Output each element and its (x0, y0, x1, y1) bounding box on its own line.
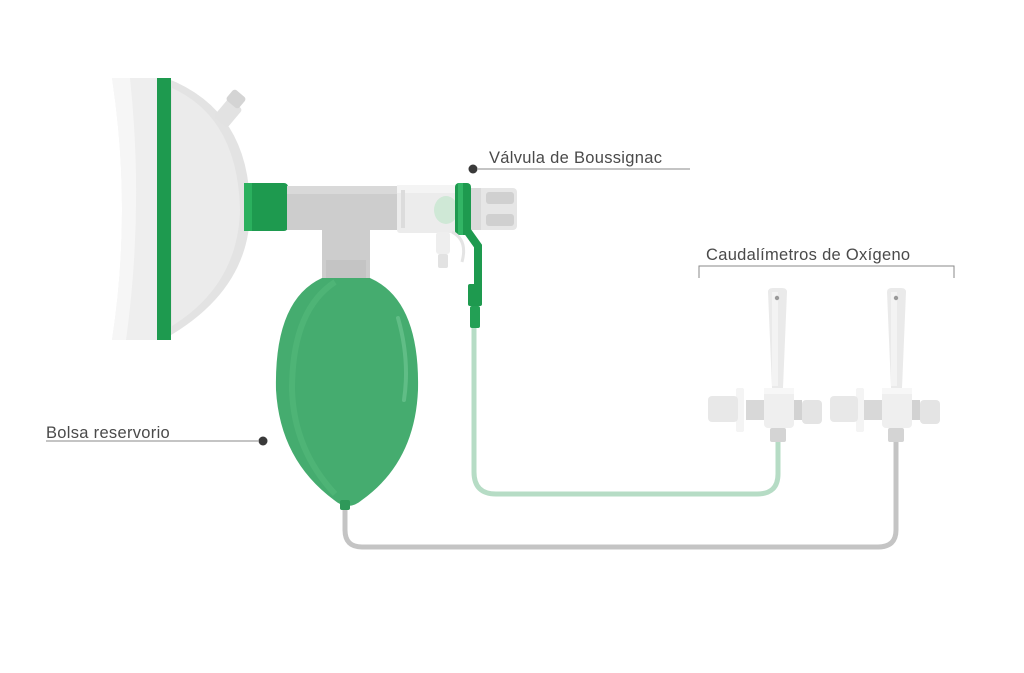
oxygen-tube-valve (471, 325, 781, 497)
flowmeters-bracket (698, 265, 955, 278)
valve-marker-dot (468, 164, 478, 174)
boussignac-valve (397, 183, 517, 328)
valve-label: Válvula de Boussignac (489, 149, 663, 167)
oxygen-flowmeter-2 (830, 288, 940, 442)
oxygen-flowmeter-1 (708, 288, 822, 442)
face-mask (112, 78, 288, 340)
mask-connector (244, 183, 288, 231)
reservoir-bag (275, 278, 419, 510)
t-connector (287, 186, 399, 278)
flowmeters-label: Caudalímetros de Oxígeno (706, 246, 911, 264)
label-leaders (46, 164, 955, 446)
oxygen-tube-bag (342, 437, 899, 550)
reservoir-bag-label: Bolsa reservorio (46, 424, 171, 442)
mask-port (214, 89, 246, 127)
bag-marker-dot (258, 436, 268, 446)
